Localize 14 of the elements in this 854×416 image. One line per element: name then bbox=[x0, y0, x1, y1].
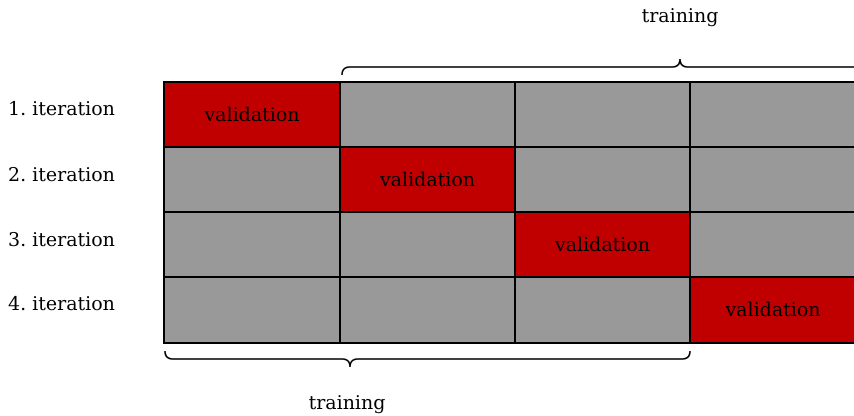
cell-label: validation bbox=[725, 299, 821, 321]
cell-label: validation bbox=[380, 168, 476, 190]
row-label: 3. iteration bbox=[8, 229, 115, 251]
validation-cell bbox=[163, 81, 341, 148]
cell-label: validation bbox=[204, 104, 300, 126]
bracket-label: training bbox=[642, 5, 718, 27]
cell-label: validation bbox=[554, 234, 650, 256]
validation-cell bbox=[689, 276, 854, 344]
bracket-label: training bbox=[308, 392, 386, 414]
row-label: 1. iteration bbox=[8, 98, 115, 120]
validation-cell bbox=[514, 211, 691, 278]
row-label: 2. iteration bbox=[8, 164, 115, 186]
row-label: 4. iteration bbox=[8, 293, 115, 315]
validation-cell bbox=[339, 146, 516, 213]
